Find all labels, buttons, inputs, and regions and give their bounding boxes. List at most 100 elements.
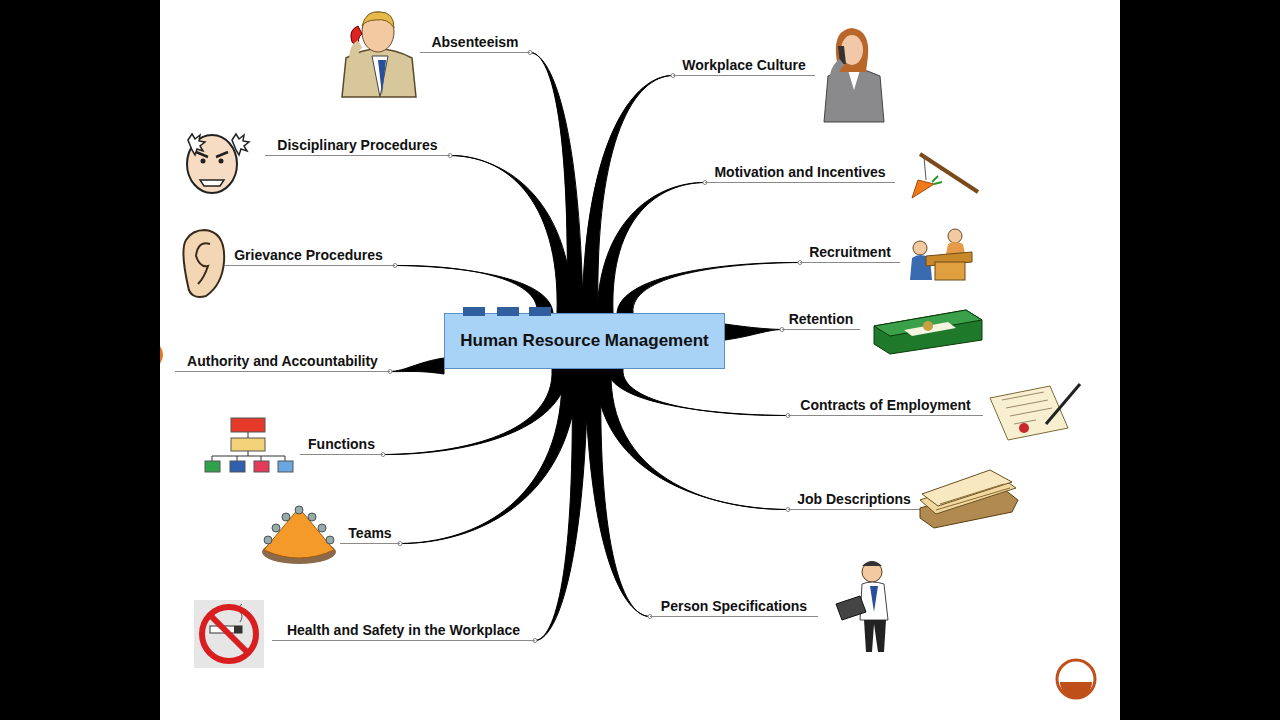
branch-topic-text: Contracts of Employment bbox=[800, 397, 970, 413]
no-smoking-sign-part bbox=[210, 615, 248, 653]
contract-icon-part bbox=[1019, 423, 1029, 433]
mind-map-branch bbox=[400, 369, 578, 544]
branch-topic-text: Health and Safety in the Workplace bbox=[287, 622, 520, 638]
phone-man-icon-part bbox=[362, 12, 394, 52]
interview-desk-icon-part bbox=[910, 255, 932, 280]
banknote-stack-icon-part bbox=[874, 310, 982, 354]
edge-fragment-part bbox=[160, 346, 163, 364]
no-smoking-sign-part bbox=[238, 604, 242, 622]
paper-stack-icon-part bbox=[922, 470, 1012, 506]
branch-topic-text: Motivation and Incentives bbox=[714, 164, 885, 180]
carrot-stick-icon-part bbox=[924, 157, 926, 180]
phone-man-icon-part bbox=[342, 49, 416, 97]
paper-stack-icon-part bbox=[920, 474, 1016, 514]
angry-face-icon-part bbox=[196, 152, 228, 157]
man-with-laptop-icon-part bbox=[860, 582, 888, 620]
paper-stack-icon-part bbox=[936, 484, 1010, 510]
contract-icon-part bbox=[990, 386, 1068, 440]
branch-topic-text: Workplace Culture bbox=[682, 57, 805, 73]
woman-on-phone-icon-part bbox=[834, 62, 842, 88]
branch-topic: Retention bbox=[782, 310, 860, 330]
mind-map-branch bbox=[595, 369, 788, 510]
contract-icon bbox=[990, 384, 1080, 440]
interview-desk-icon-part bbox=[913, 241, 927, 255]
phone-man-icon-part bbox=[351, 26, 362, 48]
branch-topic-text: Person Specifications bbox=[661, 598, 807, 614]
ear-icon bbox=[183, 230, 224, 297]
org-chart-icon-part bbox=[205, 461, 220, 472]
team-table-icon-part-part bbox=[318, 524, 326, 532]
ear-icon-part bbox=[183, 230, 224, 297]
branch-topic: Job Descriptions bbox=[788, 490, 920, 510]
phone-man-icon-part bbox=[378, 60, 386, 95]
phone-man-icon-part bbox=[354, 44, 360, 70]
edge-fragment bbox=[160, 346, 163, 364]
org-chart-icon-part bbox=[230, 461, 245, 472]
contract-icon-part bbox=[1046, 384, 1080, 424]
ear-icon-part bbox=[196, 243, 210, 284]
phone-man-icon-part bbox=[362, 12, 394, 28]
mind-map-branch bbox=[617, 262, 800, 313]
banknote-stack-icon-part bbox=[874, 310, 982, 336]
team-table-icon bbox=[262, 506, 336, 564]
man-with-laptop-icon-part bbox=[836, 596, 866, 620]
carrot-stick-icon bbox=[912, 154, 978, 198]
woman-on-phone-icon-part bbox=[848, 70, 860, 90]
team-table-icon-part-part bbox=[282, 513, 290, 521]
org-chart-icon bbox=[205, 418, 293, 472]
mind-map-branch bbox=[597, 182, 705, 313]
paper-stack-icon-part bbox=[920, 486, 1018, 528]
phone-man-icon-part bbox=[372, 56, 388, 97]
branch-topic-text: Absenteeism bbox=[431, 34, 518, 50]
box-tabs-part bbox=[463, 307, 485, 316]
no-smoking-sign-part bbox=[194, 600, 264, 668]
branch-topic: Motivation and Incentives bbox=[705, 163, 895, 183]
mind-map-branch bbox=[607, 369, 788, 416]
interview-desk-icon-part bbox=[948, 229, 962, 243]
angry-face-icon-part bbox=[187, 135, 237, 193]
angry-face-icon-part bbox=[188, 134, 205, 155]
branch-topic: Workplace Culture bbox=[673, 56, 815, 76]
carrot-stick-icon-part bbox=[920, 154, 978, 192]
team-table-icon-part-part bbox=[326, 536, 334, 544]
man-with-laptop-icon-part bbox=[864, 620, 886, 652]
branch-topic: Contracts of Employment bbox=[788, 396, 983, 416]
angry-face-icon-part bbox=[200, 180, 224, 186]
woman-on-phone-icon-part bbox=[838, 46, 846, 64]
team-table-icon-part bbox=[264, 508, 334, 558]
box-tabs-part bbox=[497, 307, 519, 316]
org-chart-icon-part bbox=[231, 418, 265, 432]
branch-topic-text: Disciplinary Procedures bbox=[277, 137, 437, 153]
mind-map-branch bbox=[383, 369, 568, 455]
banknote-stack-icon bbox=[874, 310, 982, 354]
branch-topic-text: Authority and Accountability bbox=[187, 353, 378, 369]
man-with-laptop-icon-part bbox=[870, 586, 878, 612]
phone-man-icon bbox=[342, 12, 416, 97]
corner-logo-part bbox=[1060, 682, 1092, 698]
mind-map-branch bbox=[585, 369, 650, 617]
woman-on-phone-icon bbox=[824, 28, 884, 122]
carrot-stick-icon-part bbox=[912, 180, 934, 198]
branch-topic-text: Grievance Procedures bbox=[234, 247, 383, 263]
branch-topic-text: Retention bbox=[789, 311, 854, 327]
branch-topic: Authority and Accountability bbox=[175, 352, 390, 372]
branch-topic-text: Teams bbox=[348, 525, 391, 541]
branch-topic: Person Specifications bbox=[650, 597, 818, 617]
box-tabs-part bbox=[529, 307, 551, 316]
branch-topic: Functions bbox=[300, 435, 383, 455]
box-tabs bbox=[463, 307, 551, 316]
branch-topic: Grievance Procedures bbox=[222, 246, 395, 266]
team-table-icon-part bbox=[264, 506, 334, 544]
woman-on-phone-icon-part bbox=[841, 35, 863, 65]
woman-on-phone-icon-part bbox=[836, 28, 868, 72]
no-smoking-sign bbox=[194, 600, 264, 668]
corner-logo bbox=[1057, 660, 1095, 698]
central-topic-text: Human Resource Management bbox=[460, 331, 708, 351]
interview-desk-icon-part bbox=[935, 262, 965, 280]
angry-face-icon-part bbox=[219, 159, 224, 164]
branch-topic: Recruitment bbox=[800, 243, 900, 263]
team-table-icon-part-part bbox=[272, 524, 280, 532]
banknote-stack-icon-part bbox=[904, 322, 956, 336]
man-with-laptop-icon-part bbox=[862, 562, 882, 582]
interview-desk-icon-part bbox=[946, 242, 965, 254]
